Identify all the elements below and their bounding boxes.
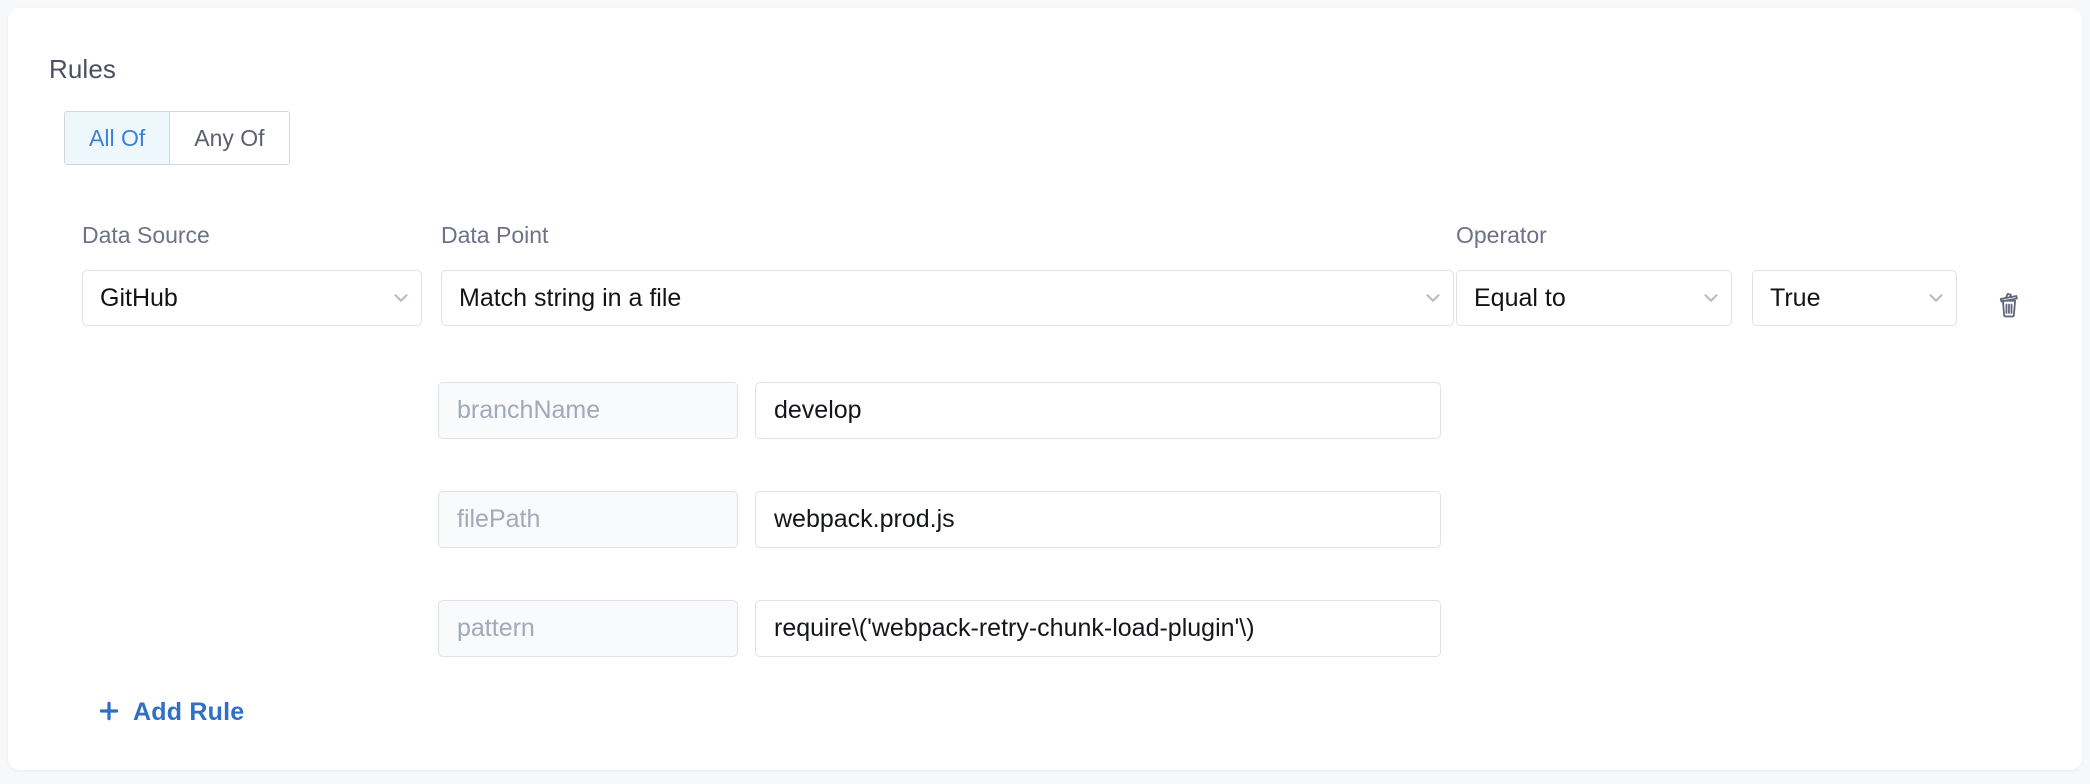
parameter-value-branchname[interactable]: develop [755, 382, 1441, 439]
parameter-row: filePath webpack.prod.js [438, 491, 1441, 548]
parameter-key-pattern: pattern [438, 600, 738, 657]
data-point-select[interactable]: Match string in a file [441, 270, 1454, 326]
data-point-value: Match string in a file [459, 283, 682, 312]
trash-icon [1994, 290, 2024, 320]
parameter-value-filepath[interactable]: webpack.prod.js [755, 491, 1441, 548]
add-rule-button[interactable]: Add Rule [96, 698, 244, 727]
add-rule-label: Add Rule [133, 698, 245, 726]
chevron-down-icon [1691, 287, 1731, 309]
match-mode-toggle[interactable]: All Of Any Of [64, 111, 290, 165]
boolean-value-select[interactable]: True [1752, 270, 1957, 326]
data-point-label: Data Point [441, 222, 549, 248]
operator-label: Operator [1456, 222, 1547, 248]
data-source-label: Data Source [82, 222, 210, 248]
match-mode-any-of[interactable]: Any Of [169, 112, 289, 164]
chevron-down-icon [1916, 287, 1956, 309]
data-source-select[interactable]: GitHub [82, 270, 422, 326]
parameter-key-filepath: filePath [438, 491, 738, 548]
boolean-value: True [1770, 283, 1821, 312]
rules-card: Rules All Of Any Of Data Source Data Poi… [8, 8, 2082, 770]
operator-value: Equal to [1474, 283, 1566, 312]
delete-rule-button[interactable] [1987, 283, 2031, 327]
page-title: Rules [49, 54, 116, 84]
chevron-down-icon [1413, 287, 1453, 309]
parameter-row: pattern require\('webpack-retry-chunk-lo… [438, 600, 1441, 657]
data-source-value: GitHub [100, 283, 178, 312]
parameter-value-pattern[interactable]: require\('webpack-retry-chunk-load-plugi… [755, 600, 1441, 657]
parameter-key-branchname: branchName [438, 382, 738, 439]
plus-icon [96, 698, 122, 727]
operator-select[interactable]: Equal to [1456, 270, 1732, 326]
chevron-down-icon [381, 287, 421, 309]
match-mode-all-of[interactable]: All Of [65, 112, 170, 164]
parameter-row: branchName develop [438, 382, 1441, 439]
